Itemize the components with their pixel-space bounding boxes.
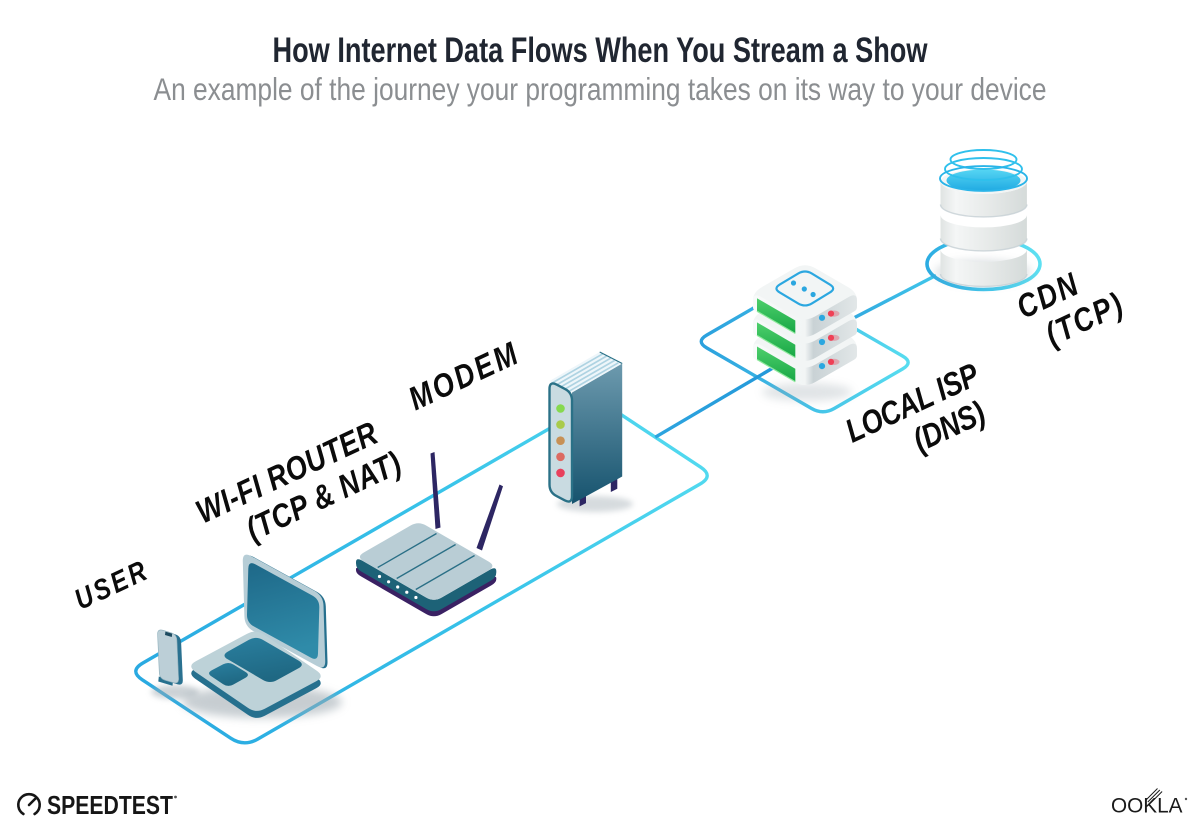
- svg-text:SPEEDTEST: SPEEDTEST: [47, 792, 173, 820]
- svg-text:OOKLA: OOKLA: [1111, 794, 1183, 818]
- svg-text:How Internet Data Flows When Y: How Internet Data Flows When You Stream …: [273, 31, 929, 70]
- svg-text:An example of the journey your: An example of the journey your programmi…: [154, 71, 1047, 107]
